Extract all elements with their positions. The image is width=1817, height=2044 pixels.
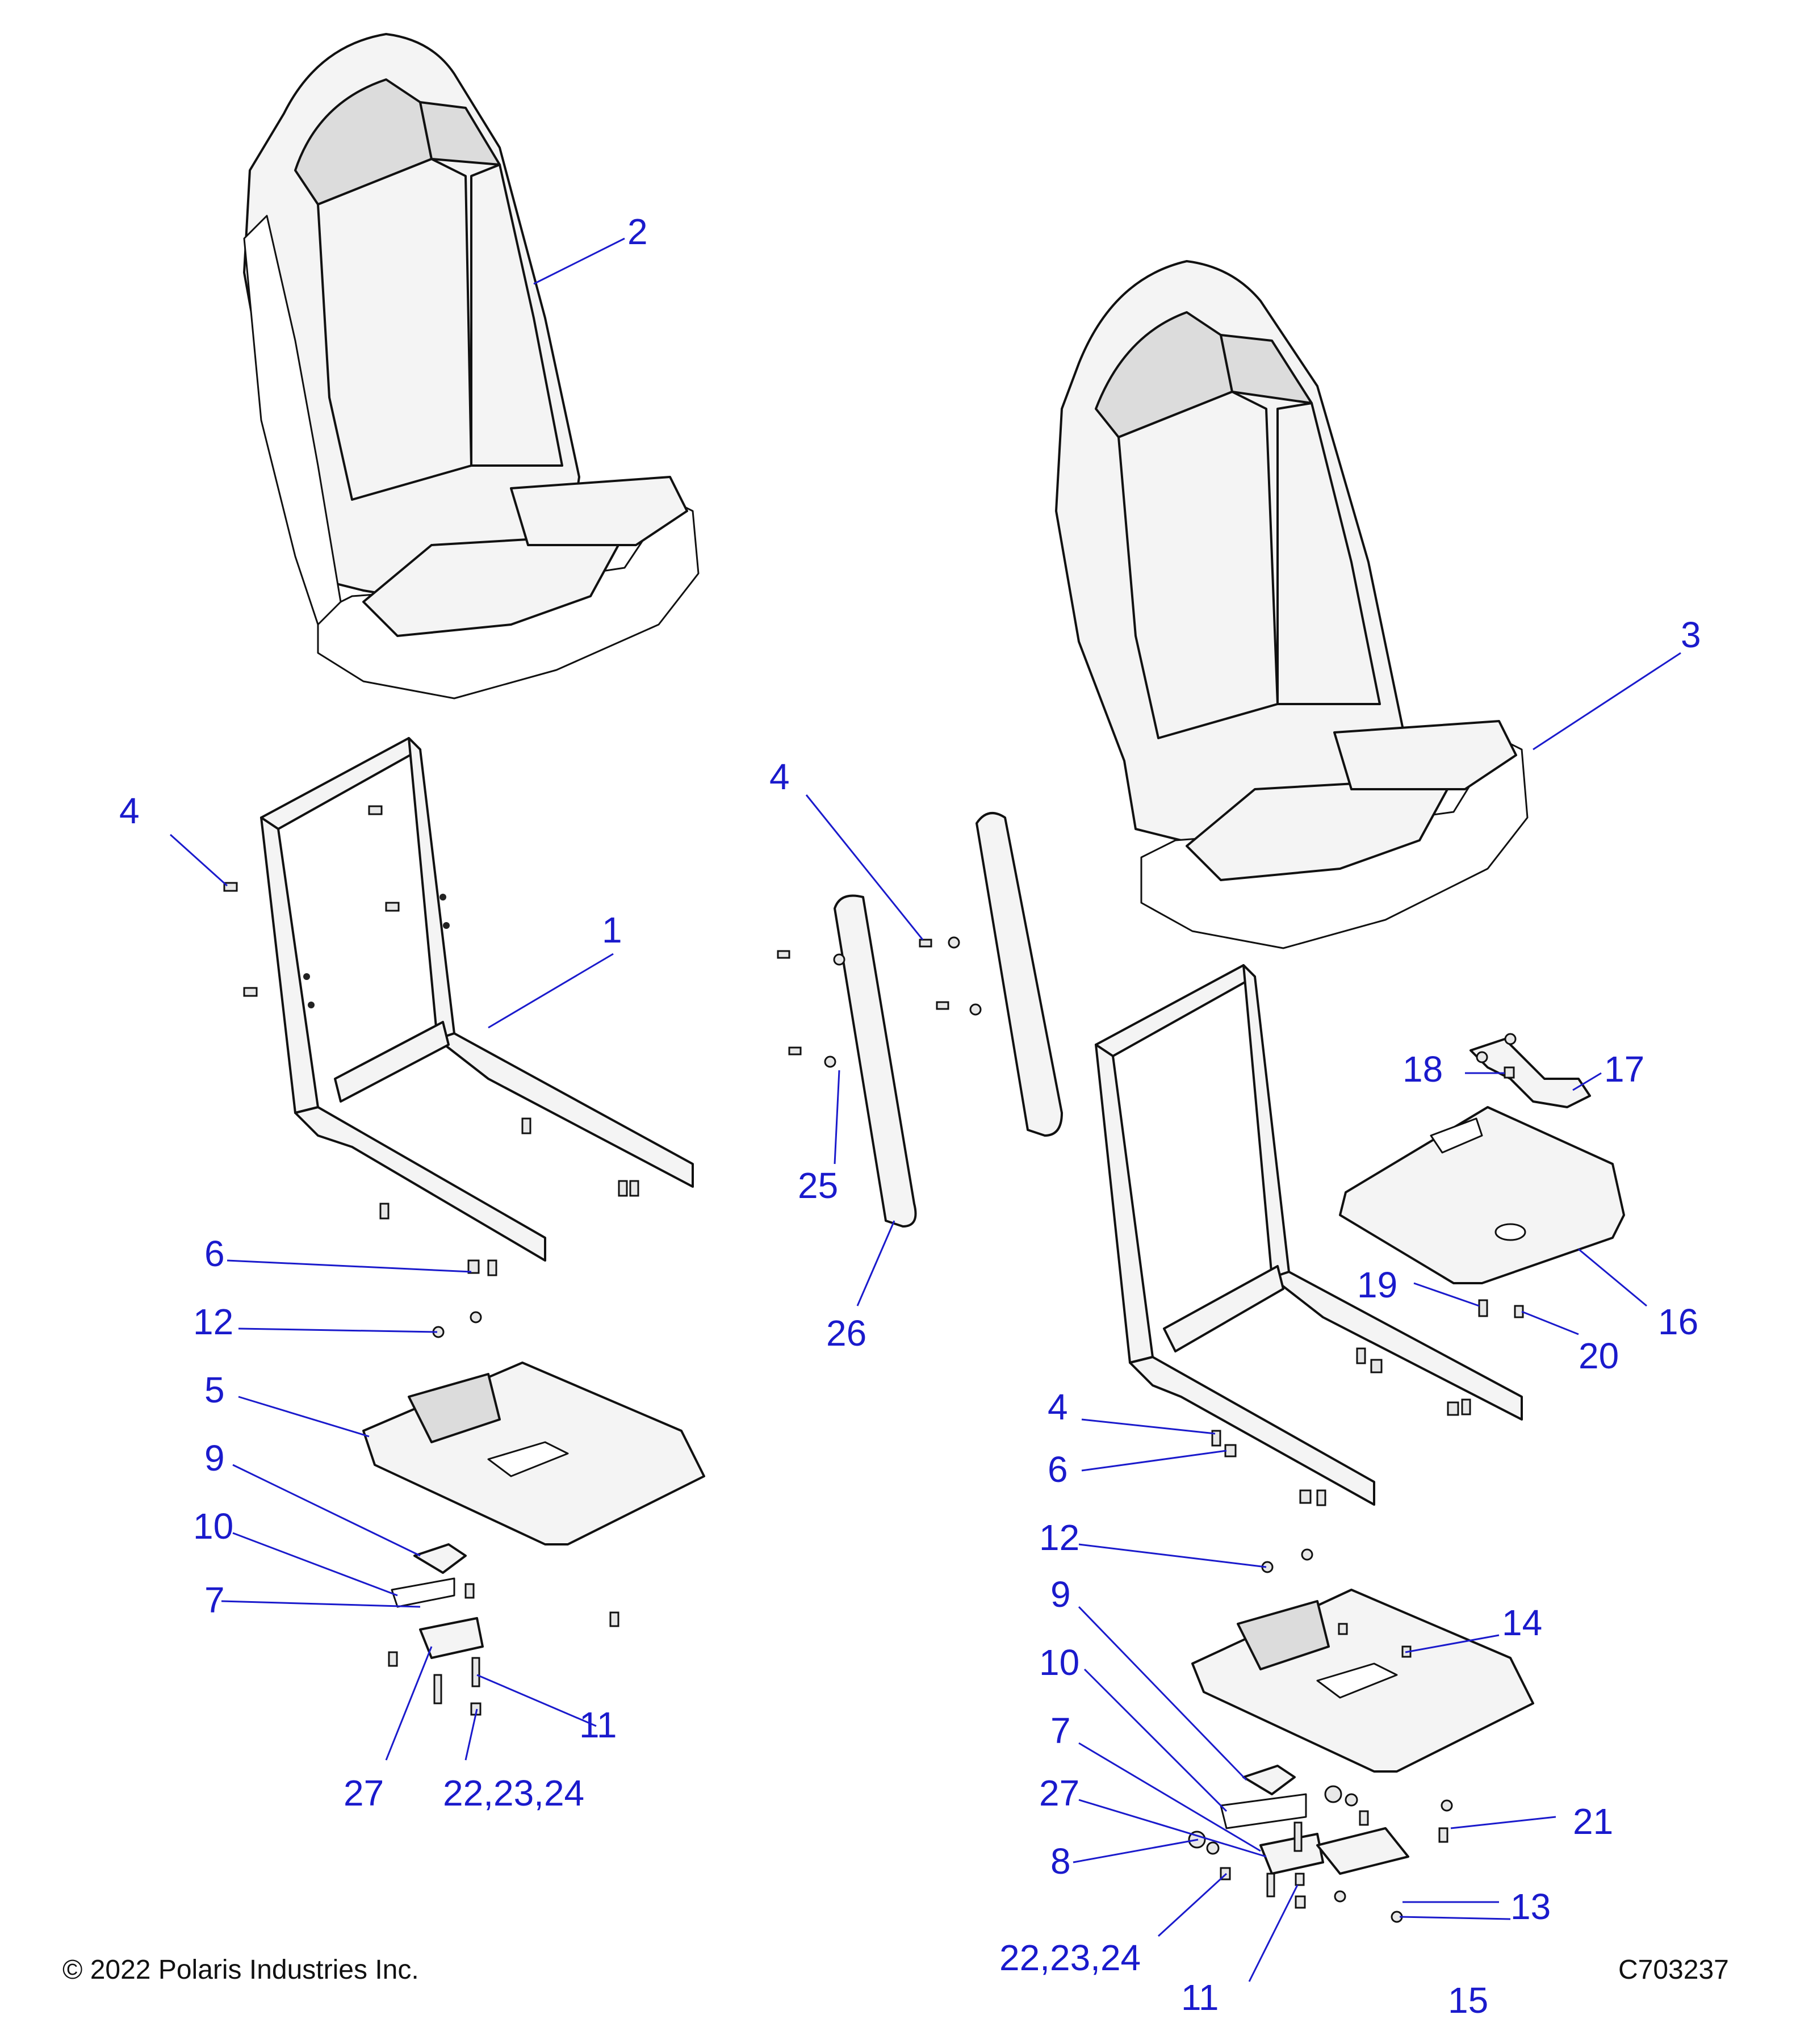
- mount-plate: [1339, 1106, 1625, 1284]
- callout-11-left: 11: [579, 1704, 617, 1745]
- callout-5: 5: [204, 1369, 225, 1410]
- callout-10-left: 10: [193, 1506, 233, 1547]
- callout-21: 21: [1573, 1801, 1613, 1842]
- callout-8: 8: [1050, 1841, 1071, 1882]
- figure-id: C703237: [1618, 1955, 1729, 1985]
- callout-7-right: 7: [1050, 1710, 1071, 1751]
- callout-6-left: 6: [204, 1233, 225, 1274]
- callout-6-right: 6: [1048, 1449, 1068, 1490]
- callout-27-right: 27: [1039, 1773, 1079, 1813]
- seat-frame-left: [260, 737, 694, 1262]
- callout-20: 20: [1579, 1335, 1619, 1376]
- seat-frame-right: [1095, 964, 1523, 1506]
- callout-10-right: 10: [1039, 1642, 1079, 1683]
- callout-1: 1: [602, 910, 622, 950]
- callout-13: 13: [1510, 1886, 1551, 1927]
- callout-12-left: 12: [193, 1301, 233, 1342]
- side-rails: [777, 812, 1063, 1228]
- callout-14: 14: [1502, 1602, 1542, 1643]
- callout-12-right: 12: [1039, 1517, 1079, 1558]
- copyright-text: © 2022 Polaris Industries Inc.: [62, 1955, 419, 1985]
- callout-26: 26: [826, 1313, 866, 1354]
- callout-labels: 2 3 1 4 4 4 6 6 12 12 5 9 9 10 10 7 7 11…: [119, 211, 1701, 2021]
- callout-3: 3: [1681, 614, 1701, 655]
- frame-left-bolts: [223, 805, 639, 1338]
- callout-18: 18: [1402, 1049, 1443, 1090]
- callout-25: 25: [798, 1165, 838, 1206]
- callout-9-right: 9: [1050, 1574, 1071, 1615]
- callout-22-23-24-left: 22,23,24: [443, 1773, 584, 1813]
- callout-16: 16: [1658, 1301, 1698, 1342]
- callout-9-left: 9: [204, 1438, 225, 1478]
- leader-lines: [169, 237, 1681, 1982]
- callout-19: 19: [1357, 1264, 1397, 1305]
- callout-15: 15: [1448, 1980, 1488, 2021]
- seat-base-right: [1191, 1589, 1534, 1773]
- seat-right: [1055, 260, 1529, 949]
- callout-27-left: 27: [344, 1773, 384, 1813]
- mount-bracket: [1469, 1033, 1591, 1108]
- callout-17: 17: [1604, 1049, 1644, 1090]
- callout-4-left: 4: [119, 790, 140, 831]
- callout-2: 2: [627, 211, 648, 252]
- callout-4-center: 4: [769, 756, 790, 797]
- callout-7-left: 7: [204, 1580, 225, 1620]
- seat-left: [243, 33, 700, 700]
- latch-hardware-left: [388, 1543, 619, 1716]
- latch-hardware-right: [1188, 1765, 1453, 1923]
- callout-4-right: 4: [1048, 1387, 1068, 1427]
- callout-22-23-24-right: 22,23,24: [999, 1937, 1141, 1978]
- callout-11-right: 11: [1181, 1977, 1219, 2018]
- seat-base-left: [362, 1362, 705, 1545]
